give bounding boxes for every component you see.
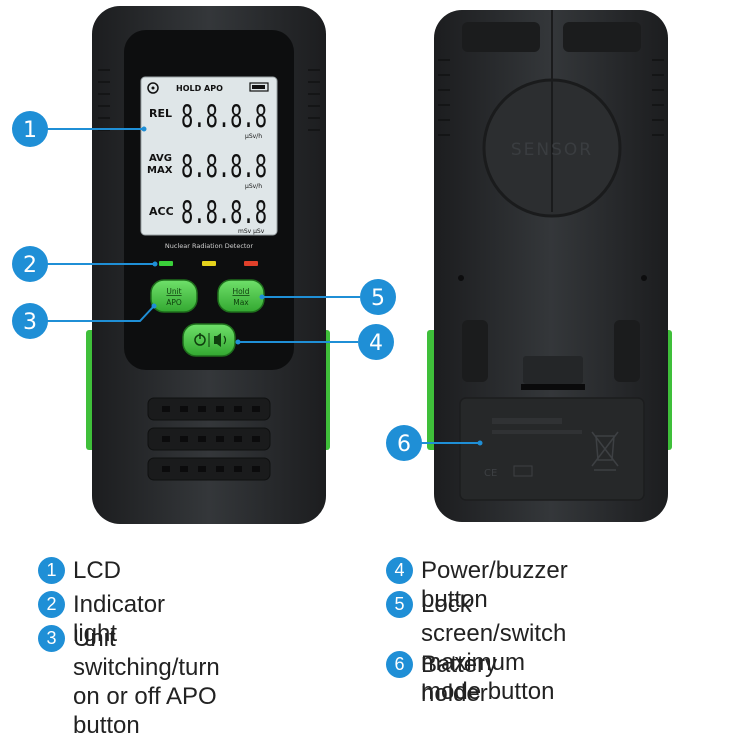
callout-3: 3: [12, 303, 48, 339]
lcd-unit-1: μSv/h: [245, 133, 262, 140]
legend-text: Battery holder: [421, 651, 498, 707]
lcd-label-acc: ACC: [149, 205, 174, 218]
lcd-digits-2: 8.8.8.8: [181, 149, 267, 185]
front-device: HOLD APO REL 8.8.8.8 μSv/h AVG MAX 8.8.8…: [86, 6, 330, 524]
svg-text:6: 6: [397, 432, 411, 457]
unit-button-label: Unit: [166, 287, 181, 296]
screw-right: [641, 275, 647, 281]
lcd-digits-3: 8.8.8.8: [181, 195, 267, 231]
svg-text:3: 3: [23, 310, 37, 335]
legend-item-battery-holder: 6 Battery holder: [386, 650, 497, 708]
sensor-label: SENSOR: [511, 140, 593, 160]
battery-icon: [249, 82, 269, 92]
screw-left: [458, 275, 464, 281]
legend-number: 4: [386, 557, 413, 584]
ce-mark: CE: [484, 468, 497, 479]
led-yellow: [202, 261, 216, 266]
radiation-icon: [147, 82, 159, 94]
back-slot-left: [462, 320, 488, 382]
unit-apo-button[interactable]: Unit APO: [150, 279, 198, 313]
lcd-status-text: HOLD APO: [176, 84, 223, 93]
back-device: SENSOR CE: [427, 10, 672, 522]
svg-text:2: 2: [23, 253, 37, 278]
led-green: [159, 261, 173, 266]
top-tab-right: [563, 22, 641, 52]
callout-4: 4: [358, 324, 394, 360]
apo-button-label: APO: [166, 298, 182, 307]
legend-item-indicator-light: 2 Indicator light: [38, 590, 165, 648]
lcd-label-avg: AVG: [149, 153, 172, 164]
svg-text:4: 4: [369, 331, 383, 356]
callout-2: 2: [12, 246, 48, 282]
legend-number: 5: [386, 591, 413, 618]
lcd-unit-3: mSv μSv: [238, 228, 265, 235]
battery-holder: CE: [459, 356, 645, 501]
top-tab-left: [462, 22, 540, 52]
max-button-label: Max: [233, 298, 249, 307]
legend-item-lcd: 1 LCD: [38, 556, 121, 585]
callout-6: 6: [386, 425, 422, 461]
legend-text: Indicator light: [73, 591, 166, 647]
lcd-unit-2: μSv/h: [245, 183, 262, 190]
lcd-screen: [140, 76, 278, 236]
model-text: Nuclear Radiation Detector: [165, 242, 254, 250]
speaker-grille: [147, 397, 271, 481]
hold-max-button[interactable]: Hold Max: [217, 279, 265, 313]
legend-text: Unit switching/turn on or off APO button: [73, 625, 220, 739]
speaker-icon: [214, 333, 221, 347]
device-illustration: HOLD APO REL 8.8.8.8 μSv/h AVG MAX 8.8.8…: [12, 6, 672, 524]
lcd-label-max: MAX: [147, 165, 173, 176]
back-slot-right: [614, 320, 640, 382]
power-buzzer-button[interactable]: [182, 323, 236, 357]
legend-text: LCD: [73, 557, 122, 584]
callout-5: 5: [360, 279, 396, 315]
lcd-label-rel: REL: [149, 107, 172, 120]
legend-number: 1: [38, 557, 65, 584]
led-red: [244, 261, 258, 266]
legend-number: 2: [38, 591, 65, 618]
legend-number: 6: [386, 651, 413, 678]
legend-item-power-button: 4 Power/buzzer button: [386, 556, 568, 614]
weee-bin-icon: [591, 431, 619, 471]
svg-text:5: 5: [371, 286, 385, 311]
callout-1: 1: [12, 111, 48, 147]
lcd-digits-1: 8.8.8.8: [181, 99, 267, 135]
hold-button-label: Hold: [232, 287, 249, 296]
legend-item-unit-apo-button: 3 Unit switching/turn on or off APO butt…: [38, 624, 220, 740]
legend-text: Power/buzzer button: [421, 557, 568, 613]
legend-number: 3: [38, 625, 65, 652]
svg-text:1: 1: [23, 118, 37, 143]
